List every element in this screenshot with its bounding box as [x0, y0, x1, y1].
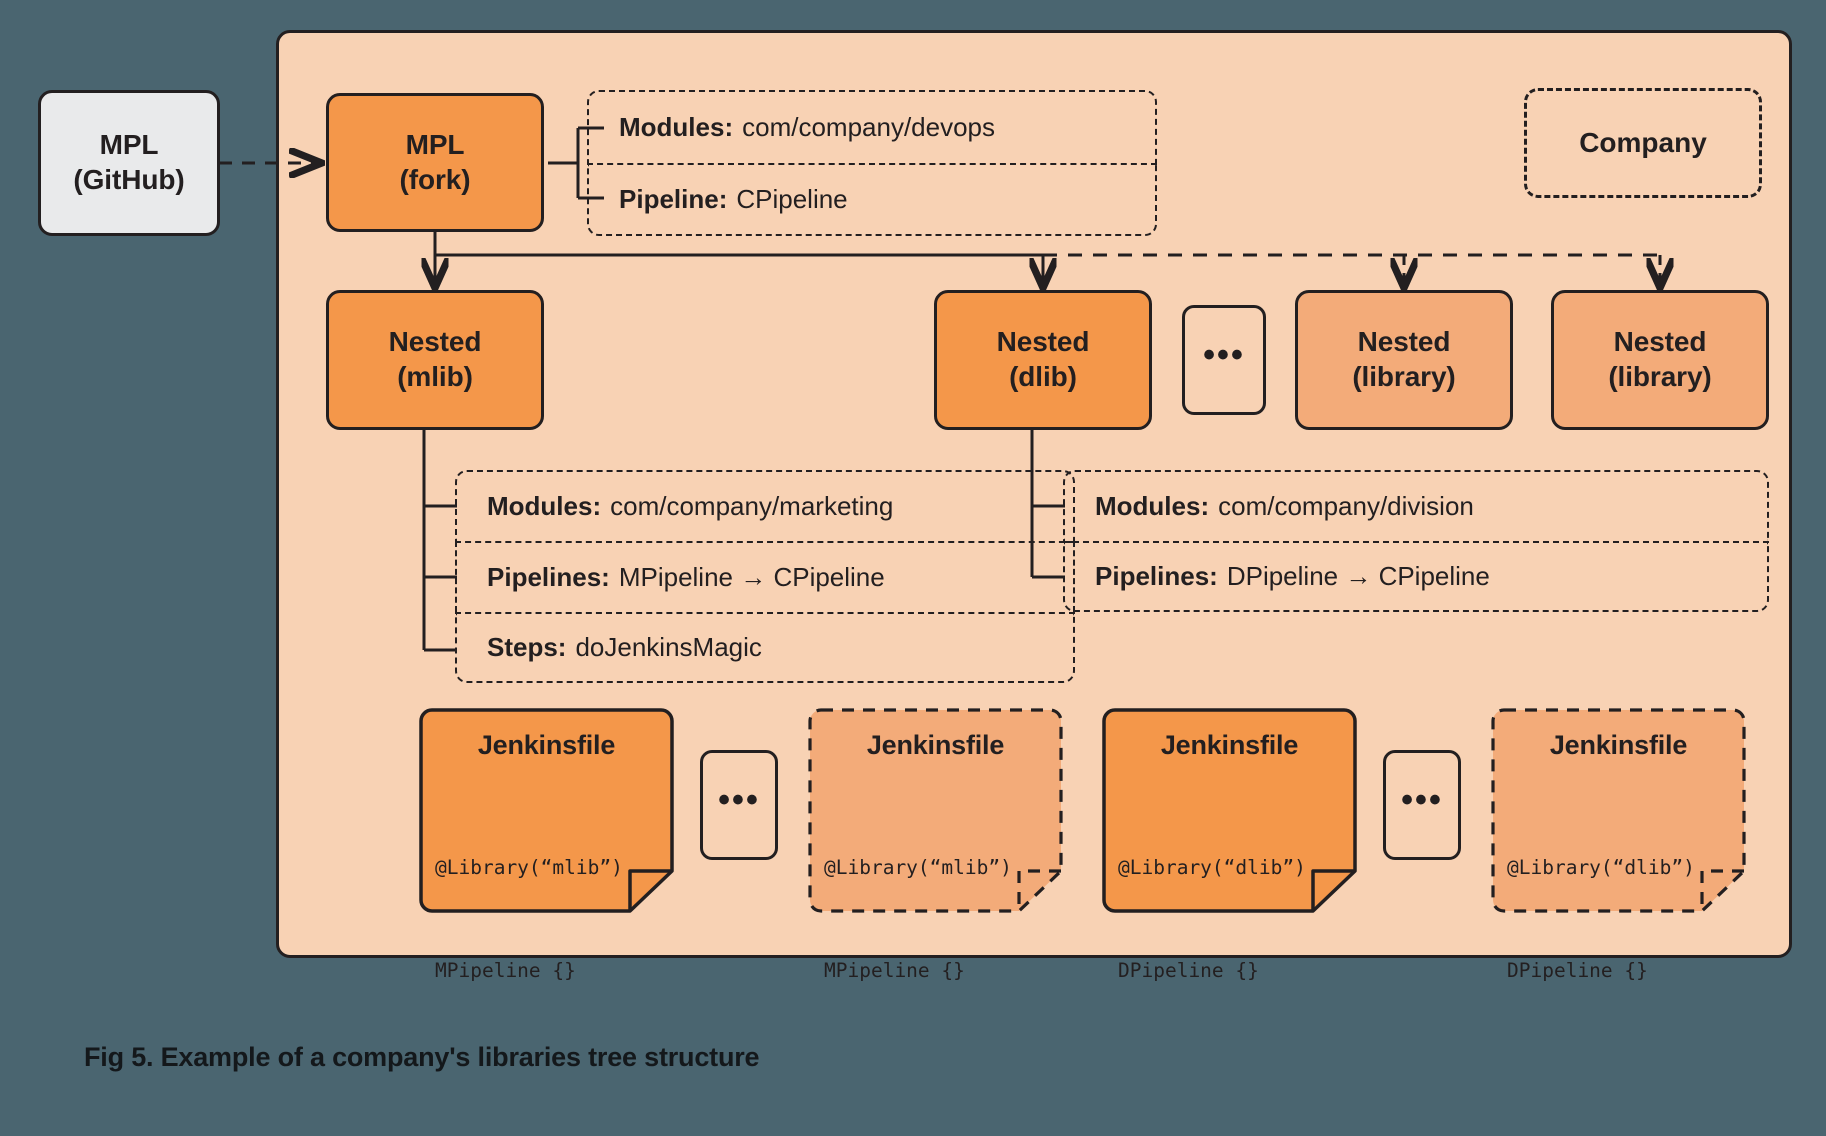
jenkinsfile-card-2[interactable]: Jenkinsfile @Library(“mlib”) MPipeline {…: [808, 708, 1063, 982]
node-nested-library-1[interactable]: Nested (library): [1295, 290, 1513, 430]
mlib-detail-pipelines-key: Pipelines:: [487, 562, 610, 592]
dlib-detail-pipelines: Pipelines: DPipeline → CPipeline: [1063, 541, 1769, 612]
node-nested-library-1-line1: Nested: [1357, 326, 1451, 358]
node-mpl-github[interactable]: MPL (GitHub): [38, 90, 220, 236]
dlib-detail-pipelines-key: Pipelines:: [1095, 561, 1218, 591]
mlib-detail-steps-key: Steps:: [487, 632, 567, 662]
nested-ellipsis-box: •••: [1182, 305, 1266, 415]
dlib-detail-modules: Modules: com/company/division: [1063, 470, 1769, 541]
mlib-detail-modules-value: com/company/marketing: [610, 491, 894, 521]
jenkinsfile-card-2-code-line1: @Library(“mlib”): [824, 856, 1012, 880]
node-nested-library-1-line2: (library): [1352, 361, 1456, 392]
jenkinsfile-card-3[interactable]: Jenkinsfile @Library(“dlib”) DPipeline {…: [1102, 708, 1357, 982]
jenkinsfile-ellipsis-2-text: •••: [1401, 780, 1443, 819]
dlib-detail-pipelines-value: DPipeline → CPipeline: [1226, 561, 1490, 591]
node-mpl-fork[interactable]: MPL (fork): [326, 93, 544, 232]
node-nested-dlib-line2: (dlib): [1009, 361, 1077, 392]
jenkinsfile-card-2-title: Jenkinsfile: [866, 730, 1005, 760]
node-nested-mlib[interactable]: Nested (mlib): [326, 290, 544, 430]
jenkinsfile-card-3-title: Jenkinsfile: [1160, 730, 1299, 760]
nested-ellipsis-text: •••: [1203, 335, 1245, 374]
company-label-box: Company: [1524, 88, 1762, 198]
node-mpl-fork-line2: (fork): [399, 163, 471, 195]
node-nested-dlib[interactable]: Nested (dlib): [934, 290, 1152, 430]
dlib-detail-modules-key: Modules:: [1095, 491, 1210, 521]
jenkinsfile-card-4-code-line2: DPipeline {}: [1507, 958, 1648, 982]
node-mpl-github-line1: MPL: [99, 129, 159, 161]
jenkinsfile-card-3-code-line2: DPipeline {}: [1118, 958, 1259, 982]
jenkinsfile-card-2-code-line2: MPipeline {}: [824, 958, 965, 982]
node-nested-library-2-line2: (library): [1608, 361, 1712, 392]
company-label-text: Company: [1579, 127, 1707, 158]
node-mpl-fork-line1: MPL: [405, 128, 465, 160]
node-nested-mlib-line2: (mlib): [397, 361, 473, 392]
node-nested-dlib-line1: Nested: [996, 326, 1090, 358]
mlib-detail-pipelines: Pipelines: MPipeline → CPipeline: [455, 541, 1075, 612]
jenkinsfile-card-1-shape: [419, 708, 674, 913]
jenkinsfile-card-1-code-line2: MPipeline {}: [435, 958, 576, 982]
fork-detail-pipeline: Pipeline: CPipeline: [587, 163, 1157, 236]
jenkinsfile-card-1-code-line1: @Library(“mlib”): [435, 856, 623, 880]
jenkinsfile-card-3-code-line1: @Library(“dlib”): [1118, 856, 1306, 880]
fork-detail-modules-key: Modules:: [619, 112, 734, 142]
jenkinsfile-card-4[interactable]: Jenkinsfile @Library(“dlib”) DPipeline {…: [1491, 708, 1746, 982]
mlib-detail-pipelines-value: MPipeline → CPipeline: [618, 562, 885, 592]
jenkinsfile-card-3-shape: [1102, 708, 1357, 913]
dlib-detail-modules-value: com/company/division: [1218, 491, 1474, 521]
jenkinsfile-card-1[interactable]: Jenkinsfile @Library(“mlib”) MPipeline {…: [419, 708, 674, 982]
jenkinsfile-card-1-title: Jenkinsfile: [477, 730, 616, 760]
figure-caption: Fig 5. Example of a company's libraries …: [84, 1042, 760, 1072]
jenkinsfile-ellipsis-2: •••: [1383, 750, 1461, 860]
fork-detail-pipeline-key: Pipeline:: [619, 184, 728, 214]
jenkinsfile-card-4-code-line1: @Library(“dlib”): [1507, 856, 1695, 880]
node-nested-library-2-line1: Nested: [1613, 326, 1707, 358]
jenkinsfile-ellipsis-1: •••: [700, 750, 778, 860]
jenkinsfile-card-2-shape: [808, 708, 1063, 913]
node-nested-library-2[interactable]: Nested (library): [1551, 290, 1769, 430]
mlib-detail-steps: Steps: doJenkinsMagic: [455, 612, 1075, 683]
fork-detail-modules-value: com/company/devops: [742, 112, 996, 142]
fork-detail-pipeline-value: CPipeline: [736, 184, 848, 214]
jenkinsfile-card-4-shape: [1491, 708, 1746, 913]
fork-detail-modules: Modules: com/company/devops: [587, 90, 1157, 163]
jenkinsfile-card-4-title: Jenkinsfile: [1549, 730, 1688, 760]
mlib-detail-modules-key: Modules:: [487, 491, 602, 521]
node-nested-mlib-line1: Nested: [388, 326, 482, 358]
node-mpl-github-line2: (GitHub): [73, 164, 185, 195]
jenkinsfile-ellipsis-1-text: •••: [718, 780, 760, 819]
mlib-detail-modules: Modules: com/company/marketing: [455, 470, 1075, 541]
mlib-detail-steps-value: doJenkinsMagic: [575, 632, 762, 662]
